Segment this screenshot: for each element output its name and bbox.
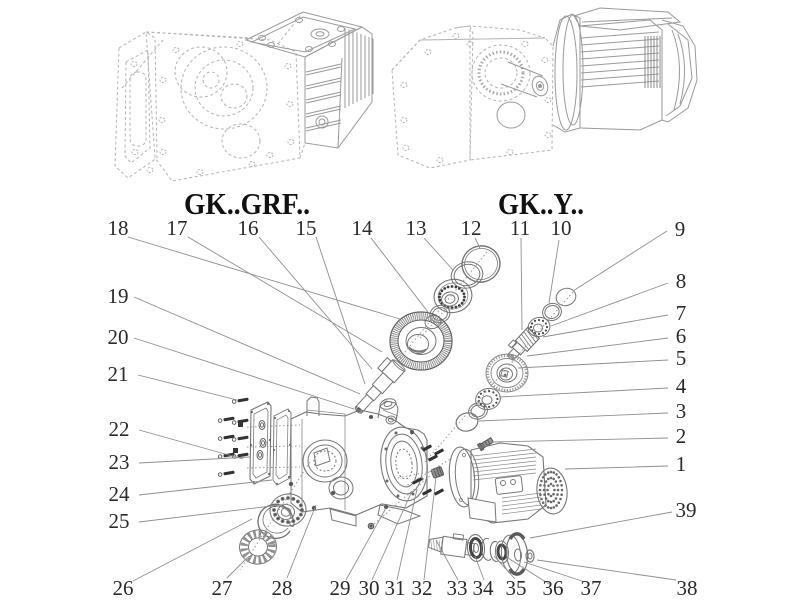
svg-text:34: 34 [473, 576, 495, 600]
svg-text:13: 13 [406, 216, 427, 240]
svg-text:GK..GRF..: GK..GRF.. [184, 186, 310, 221]
svg-text:27: 27 [212, 576, 233, 600]
svg-text:22: 22 [109, 417, 130, 441]
svg-text:5: 5 [676, 346, 687, 370]
svg-text:14: 14 [352, 216, 374, 240]
svg-text:37: 37 [581, 576, 602, 600]
svg-text:25: 25 [109, 509, 130, 533]
svg-text:17: 17 [167, 216, 188, 240]
svg-text:GK..Y..: GK..Y.. [498, 186, 584, 221]
svg-text:39: 39 [676, 498, 697, 522]
svg-text:16: 16 [238, 216, 259, 240]
svg-text:8: 8 [676, 269, 687, 293]
svg-text:7: 7 [676, 301, 687, 325]
svg-text:3: 3 [676, 399, 687, 423]
svg-text:33: 33 [447, 576, 468, 600]
svg-text:2: 2 [676, 424, 687, 448]
svg-text:18: 18 [108, 216, 129, 240]
svg-text:32: 32 [412, 576, 433, 600]
svg-text:24: 24 [109, 482, 131, 506]
svg-text:23: 23 [109, 450, 130, 474]
svg-text:36: 36 [543, 576, 564, 600]
svg-text:26: 26 [113, 576, 134, 600]
svg-text:20: 20 [108, 325, 129, 349]
svg-text:10: 10 [551, 216, 572, 240]
svg-text:31: 31 [385, 576, 406, 600]
svg-text:12: 12 [461, 216, 482, 240]
svg-text:19: 19 [108, 284, 129, 308]
svg-text:21: 21 [108, 362, 129, 386]
svg-text:1: 1 [676, 452, 687, 476]
svg-text:30: 30 [359, 576, 380, 600]
svg-text:28: 28 [272, 576, 293, 600]
svg-text:29: 29 [330, 576, 351, 600]
svg-text:6: 6 [676, 324, 687, 348]
svg-text:11: 11 [510, 216, 530, 240]
svg-text:38: 38 [677, 576, 698, 600]
svg-text:15: 15 [296, 216, 317, 240]
svg-text:9: 9 [675, 217, 686, 241]
svg-text:4: 4 [676, 374, 687, 398]
svg-text:35: 35 [506, 576, 527, 600]
